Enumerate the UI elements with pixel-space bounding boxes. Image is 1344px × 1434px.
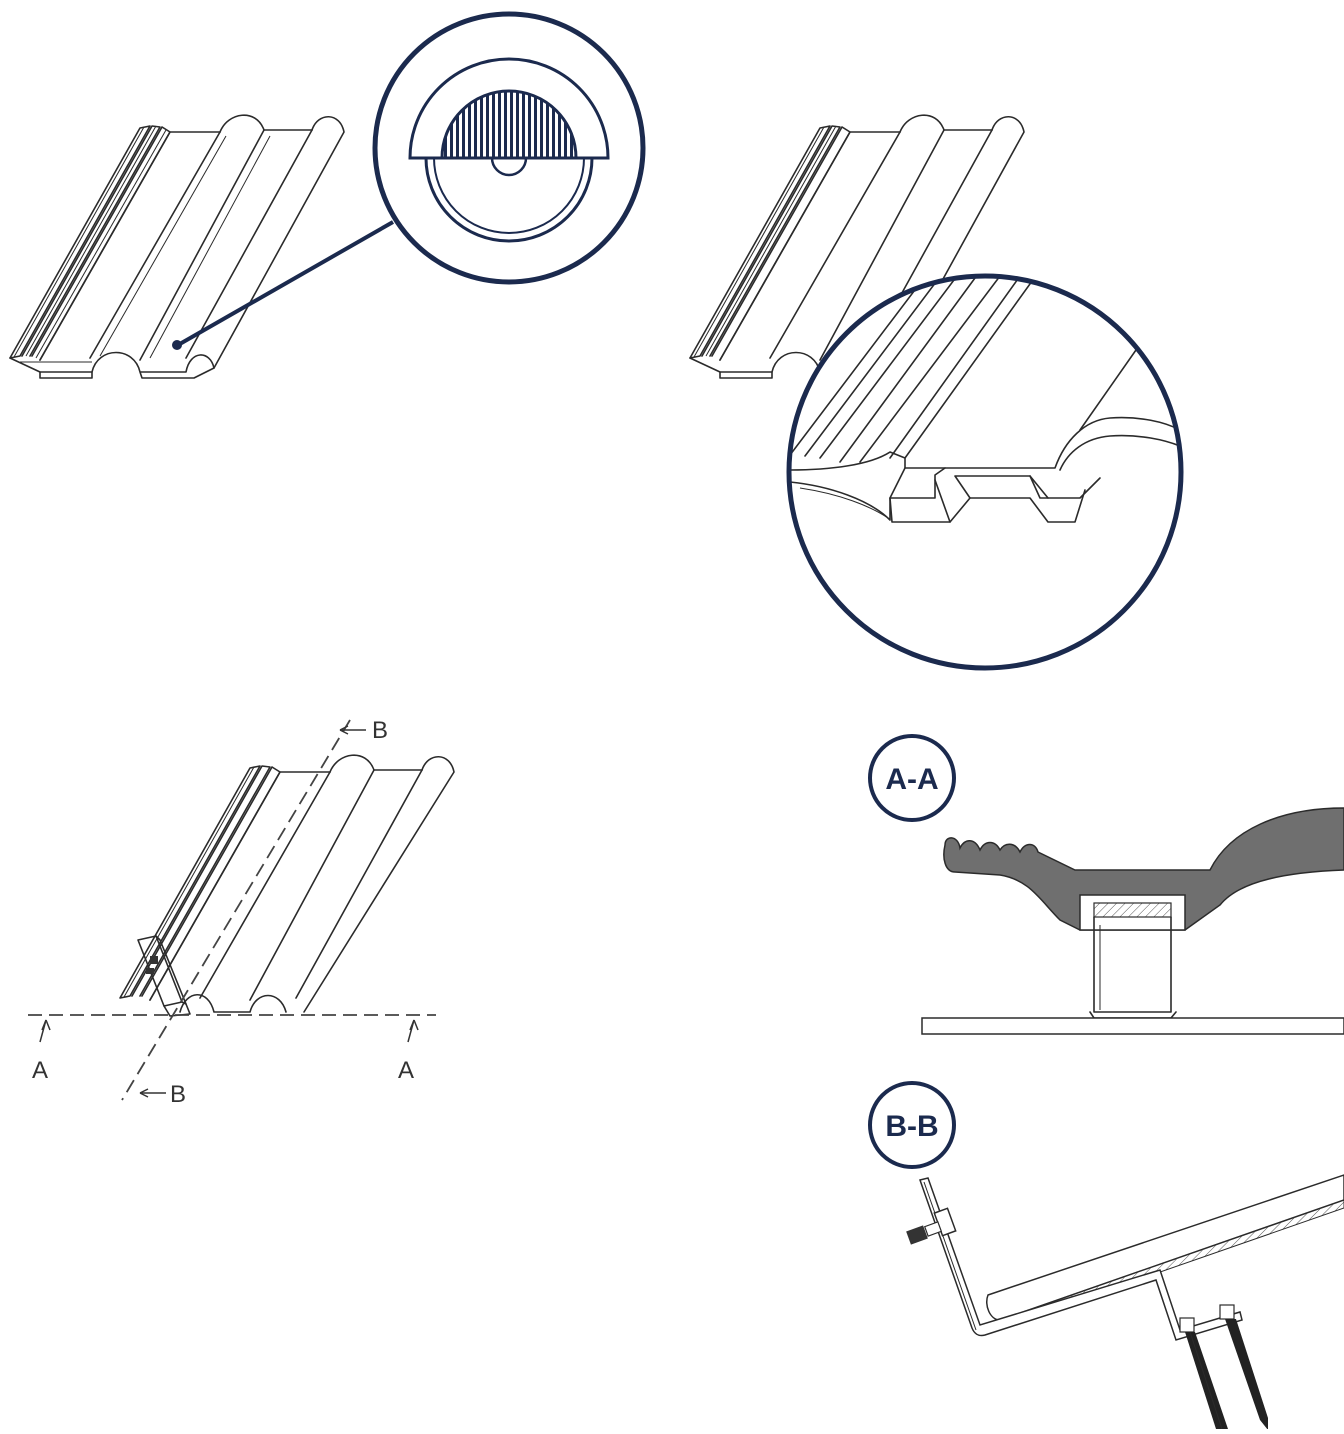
marker-b-bottom: B <box>139 1081 186 1108</box>
marker-a-left: A <box>32 1019 51 1084</box>
section-aa-profile <box>921 807 1344 1035</box>
badge-aa-text: A-A <box>885 763 938 796</box>
roof-tile-view-3 <box>119 754 455 1017</box>
marker-b-top: B <box>339 717 388 744</box>
section-bb-profile <box>906 1174 1344 1430</box>
magnifier-circle-icon <box>372 11 646 285</box>
zoom-detail-circle <box>786 273 1184 671</box>
label-b-bottom: B <box>170 1081 186 1108</box>
roof-tile-view-2 <box>689 114 1025 379</box>
label-a-right: A <box>398 1057 414 1084</box>
label-b-top: B <box>372 717 388 744</box>
leader-line-1 <box>177 220 394 347</box>
badge-bb-text: B-B <box>885 1110 938 1143</box>
marker-a-right: A <box>398 1019 419 1084</box>
label-a-left: A <box>32 1057 48 1084</box>
section-bb-badge: B-B <box>868 1081 956 1169</box>
roof-tile-view-1 <box>9 114 345 379</box>
leader-dot-1 <box>172 340 182 350</box>
section-aa-badge: A-A <box>868 734 956 822</box>
section-line-bb <box>121 719 351 1101</box>
